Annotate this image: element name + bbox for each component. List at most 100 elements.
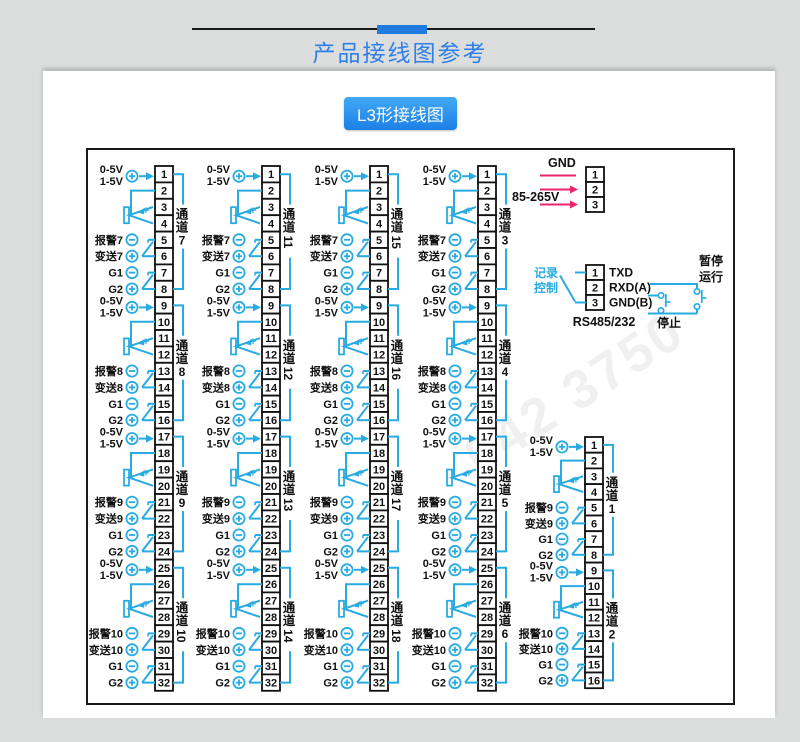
terminal-number: 21 [373,497,385,509]
range-label: 1-5V [423,307,447,319]
terminal-number: 31 [265,661,277,673]
channel-label: 道 [391,220,404,235]
channel-number: 9 [179,496,186,510]
terminal-number: 3 [592,298,598,310]
label: 变送7 [95,249,123,263]
label: 报警8 [95,364,123,378]
terminal-number: 6 [376,251,382,263]
terminal-number: 20 [481,481,493,493]
wire [173,511,184,553]
terminal-number: 5 [591,503,597,515]
sensor-plus-label: + [143,205,149,217]
terminal-number: 14 [158,382,171,394]
arrowhead-icon [146,565,154,574]
terminal-number: 20 [158,481,170,493]
label: G2 [215,546,230,558]
wire [173,304,184,336]
wire [496,435,507,467]
sensor-arrowhead-icon [137,601,145,608]
sensor-arrowhead-icon [460,207,468,215]
terminal-number: 7 [268,268,274,280]
arrowhead-icon [570,185,578,194]
switch-contact-icon [356,536,369,553]
range-label: 0-5V [315,558,339,570]
sensor-arrowhead-icon [460,601,468,608]
wiring-type-button[interactable]: L3形接线图 [344,97,457,130]
label: G2 [431,678,446,690]
channel-label: 道 [499,482,512,497]
switch-contact-icon [248,536,261,553]
terminal-number: 1 [376,169,382,181]
terminal-number: 6 [268,251,274,263]
terminal-number: 13 [481,366,493,378]
label: G1 [108,268,123,280]
channel-label: 道 [176,351,189,366]
switch-contact-icon [559,275,576,302]
label: 变送8 [310,380,338,394]
wire [173,248,184,290]
arrowhead-icon [469,172,477,181]
label: G1 [215,530,230,542]
sensor-arrowhead-icon [244,207,252,215]
range-label: 1-5V [207,307,231,319]
wire [560,459,585,484]
terminal-number: 26 [158,579,170,591]
terminal-number: 19 [481,464,493,476]
sensor-arrowhead-icon [567,602,575,609]
channel-number: 6 [502,627,509,641]
channel-label: 通 [283,207,296,222]
terminal-block: 1234567891011121314151617181920212223242… [261,165,281,692]
label: G1 [538,660,553,672]
sensor-arrowhead-icon [352,338,360,346]
sensor-plus-label: + [573,474,579,486]
terminal-number: 32 [373,678,385,690]
sensor-arrowhead-icon [244,470,252,477]
wire [453,583,478,608]
label: 报警7 [310,233,338,247]
sensor-plus-label: + [250,336,256,348]
switch-contact-icon [464,241,477,257]
switch-contact-icon [248,372,261,389]
sensor-prongs-icon [555,600,584,619]
arrowhead-icon [361,434,369,443]
pushbutton-contact-icon [657,306,665,315]
switch-contact-icon [248,273,261,290]
switch-contact-icon [141,503,154,520]
range-label: 1-5V [423,439,447,451]
top-divider-accent [377,25,427,34]
switch-contact-icon [356,634,369,651]
wire [280,651,291,684]
label: G1 [215,661,230,673]
terminal-block: 1234567891011121314151617181920212223242… [154,165,174,692]
sensor-prongs-icon [555,475,584,493]
label: 报警9 [95,495,123,509]
label: G1 [431,661,446,673]
label: 报警9 [418,495,446,509]
terminal-number: 10 [373,317,385,329]
sensor-arrowhead-icon [137,207,145,215]
label: G2 [323,678,338,690]
terminal-number: 19 [158,464,170,476]
range-label: 1-5V [100,439,124,451]
sensor-prongs-icon [340,337,369,356]
pushbutton-contact-icon [657,291,665,300]
terminal-number: 21 [481,497,493,509]
sensor-arrowhead-icon [137,470,145,477]
terminal-number: 16 [588,675,600,687]
wire [130,583,155,608]
terminal-number: 25 [265,563,277,575]
range-label: 0-5V [100,295,124,307]
wire [388,435,399,467]
range-label: 0-5V [100,427,124,439]
terminal-number: 1 [592,170,598,182]
channel-label: 通 [499,600,512,615]
terminal-number: 8 [484,284,490,296]
channel-label: 道 [606,613,619,628]
arrowhead-icon [361,565,369,574]
arrowhead-icon [253,172,261,181]
terminal-number: 4 [268,218,275,230]
channel-label: 通 [176,207,189,222]
